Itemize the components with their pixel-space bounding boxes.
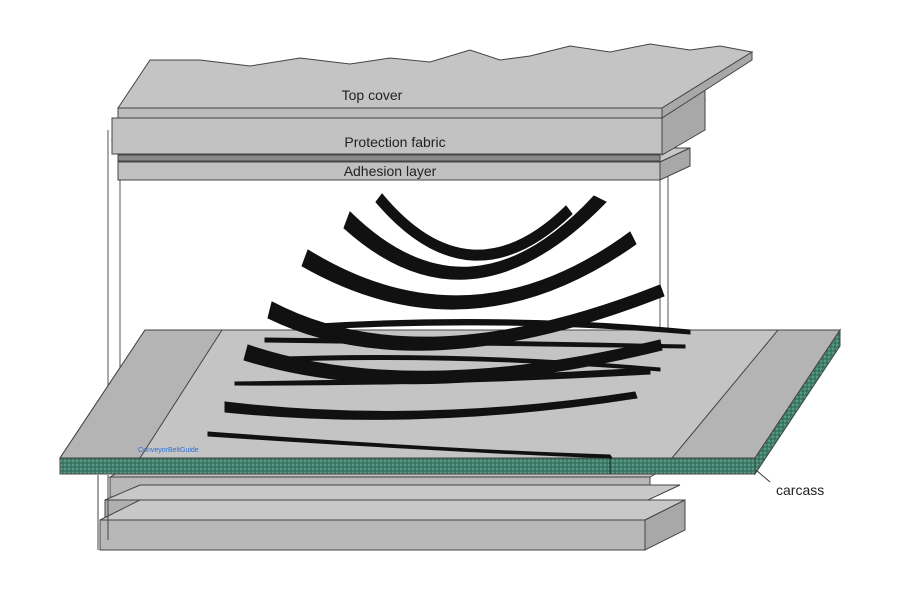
watermark: ConveyorBeltGuide: [138, 447, 199, 454]
carcass-side-edge: [754, 328, 841, 476]
cord-7: [343, 195, 607, 280]
cord-9: [264, 337, 686, 349]
cord-fabric: [207, 193, 691, 459]
adhesion-hatch: [117, 154, 661, 162]
bottom-layer-side: [644, 499, 686, 551]
label-protection-fabric: Protection fabric: [344, 134, 445, 150]
carcass-front-edge: [59, 457, 756, 475]
cord-10: [259, 355, 661, 372]
cord-1: [207, 431, 613, 459]
cord-4: [243, 339, 663, 385]
cord-2: [224, 391, 638, 420]
label-top-cover: Top cover: [342, 87, 403, 103]
cord-11: [299, 319, 691, 335]
top-cover-surface: [117, 43, 754, 109]
cord-6: [301, 231, 637, 310]
carcass-leader-line: [755, 469, 771, 483]
bottom-layer-3-top: [99, 499, 686, 521]
bottom-layer-2-top: [104, 484, 681, 501]
cord-5: [267, 284, 665, 351]
label-adhesion-layer: Adhesion layer: [344, 163, 437, 179]
label-carcass: carcass: [776, 482, 824, 498]
cord-8: [375, 193, 573, 261]
bottom-layer-3-front: [99, 519, 646, 551]
top-cover-layer: [117, 43, 754, 119]
